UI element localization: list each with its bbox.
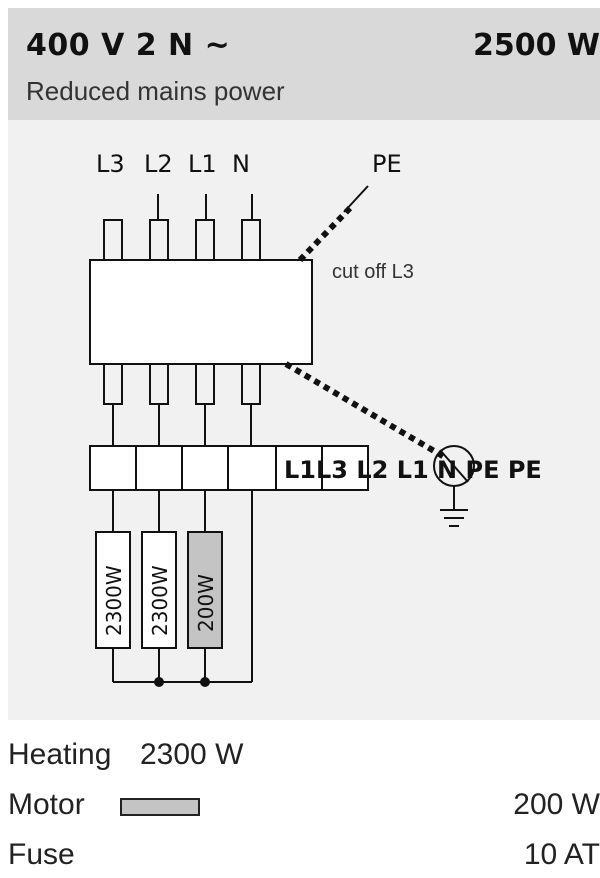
legend-heating: Heating 2300 W [8, 738, 600, 778]
junction-dots [154, 677, 210, 687]
motor-slash [439, 449, 469, 483]
terminal-label-n: N [232, 150, 250, 178]
power-rating: 2500 W [472, 28, 600, 63]
pe-dashed-wires [284, 203, 448, 461]
motor-swatch-icon [120, 798, 200, 816]
pin-wires [112, 404, 252, 446]
incoming-wires [157, 194, 253, 220]
load-motor: 200W [187, 531, 223, 649]
terminal-label-l1: L1 [188, 150, 217, 178]
legend-fuse: Fuse 10 AT [8, 838, 600, 878]
terminal-label-l2: L2 [144, 150, 173, 178]
pe-lead [343, 185, 369, 213]
motor-label: Motor [8, 788, 85, 821]
load-label-2: 2300W [148, 565, 172, 636]
wiring-diagram-svg: L3 L2 L1 N PE [89, 150, 542, 687]
pe-label: PE [372, 150, 402, 178]
fuse-label: Fuse [8, 838, 75, 871]
cutoff-note: cut off L3 [332, 261, 414, 283]
plug-body [89, 259, 313, 365]
heating-label: Heating [8, 738, 112, 771]
ground-icon [440, 486, 468, 527]
load-heating-2: 2300W [141, 531, 177, 649]
header: 400 V 2 N ~ 2500 W Reduced mains power [8, 8, 600, 120]
voltage-title: 400 V 2 N ~ [26, 28, 231, 63]
heating-value: 2300 W [140, 738, 244, 771]
load-wires [112, 490, 253, 683]
wiring-diagram: L3 L2 L1 N PE [8, 120, 600, 720]
load-heating-1: 2300W [95, 531, 131, 649]
bottom-pins [103, 363, 261, 405]
top-pins [103, 219, 261, 261]
terminal-label-l3: L3 [96, 150, 125, 178]
load-label-1: 2300W [102, 565, 126, 636]
fuse-value: 10 AT [523, 838, 600, 871]
load-label-3: 200W [194, 574, 218, 632]
terminal-labels-bottom: L1L3 L2 L1 N PE PE [284, 456, 542, 484]
subtitle: Reduced mains power [26, 76, 285, 106]
motor-value: 200 W [513, 788, 600, 821]
legend-motor: Motor 200 W [8, 788, 600, 828]
